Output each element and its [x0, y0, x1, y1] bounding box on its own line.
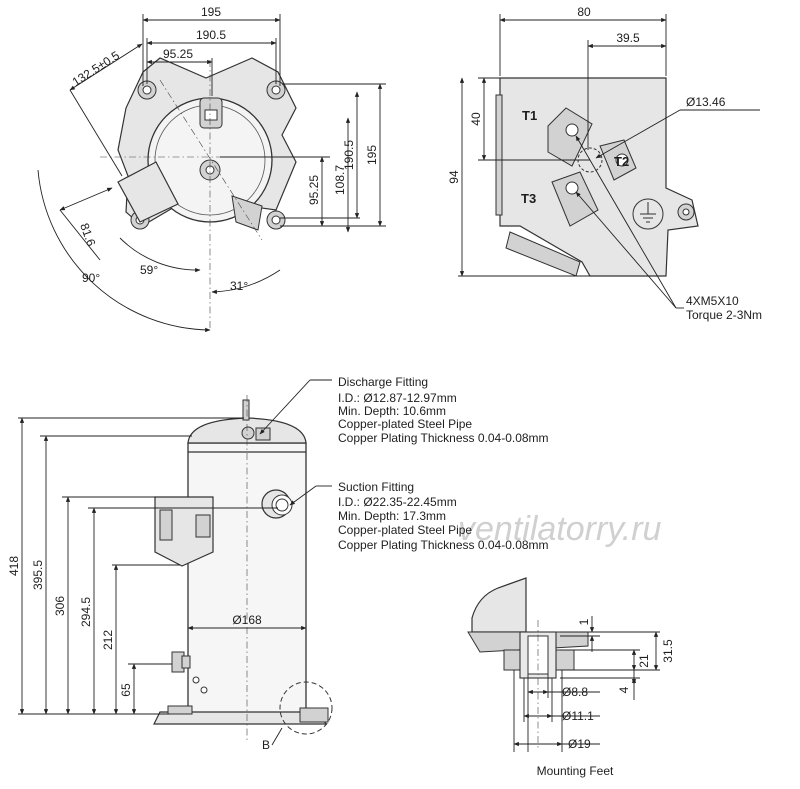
- terminal-t1-label: T1: [522, 108, 537, 123]
- angle-90: 90°: [82, 271, 100, 285]
- dim-95-25-width: 95.25: [163, 47, 193, 61]
- terminal-pins: [547, 107, 637, 227]
- screw-note-torque: Torque 2-3Nm: [686, 308, 762, 322]
- dim-81-6: 81.6: [77, 221, 98, 248]
- discharge-fitting-material: Copper-plated Steel Pipe: [338, 417, 472, 431]
- dim-21: 21: [637, 654, 651, 668]
- dim-dia-8-8: Ø8.8: [562, 685, 588, 699]
- dim-31-5: 31.5: [661, 639, 675, 663]
- dim-dia-168: Ø168: [232, 613, 262, 627]
- dim-418: 418: [7, 556, 21, 576]
- discharge-fitting-id: I.D.: Ø12.87-12.97mm: [338, 391, 457, 405]
- discharge-fitting-depth: Min. Depth: 10.6mm: [338, 404, 446, 418]
- terminal-t2-label: T2: [614, 154, 629, 169]
- discharge-fitting-plating: Copper Plating Thickness 0.04-0.08mm: [338, 431, 549, 445]
- dim-65: 65: [119, 683, 133, 697]
- dim-4: 4: [617, 686, 631, 693]
- dim-40: 40: [469, 112, 483, 126]
- angle-59: 59°: [140, 263, 158, 277]
- dim-395-5: 395.5: [31, 560, 45, 590]
- suction-fitting-material: Copper-plated Steel Pipe: [338, 523, 472, 537]
- dim-132-5-diagonal: 132.5±0.5: [70, 48, 123, 89]
- dim-dia-13-46: Ø13.46: [686, 95, 726, 109]
- dim-80: 80: [577, 5, 591, 19]
- dim-190-5-width: 190.5: [196, 28, 226, 42]
- discharge-fitting-title: Discharge Fitting: [338, 375, 428, 389]
- dim-212: 212: [101, 630, 115, 650]
- suction-fitting-plating: Copper Plating Thickness 0.04-0.08mm: [338, 538, 549, 552]
- detail-b-label: B: [262, 738, 270, 752]
- terminal-t3-label: T3: [521, 191, 536, 206]
- dim-1: 1: [577, 618, 591, 625]
- suction-fitting-note: Suction Fitting I.D.: Ø22.35-22.45mm Min…: [289, 480, 549, 552]
- mounting-feet-title: Mounting Feet: [537, 764, 614, 778]
- dim-306: 306: [53, 596, 67, 616]
- suction-fitting-title: Suction Fitting: [338, 480, 414, 494]
- dim-294-5: 294.5: [79, 597, 93, 627]
- dim-108-7: 108.7: [333, 165, 347, 195]
- discharge-fitting-note: Discharge Fitting I.D.: Ø12.87-12.97mm M…: [259, 375, 549, 445]
- mounting-feet-detail: 1 21 31.5 4 Ø8.8 Ø11.1 Ø19 Mounting Feet: [467, 577, 675, 778]
- dim-195-width: 195: [201, 5, 221, 19]
- dim-dia-19: Ø19: [568, 737, 591, 751]
- top-view: 195 190.5 95.25 132.5±0.5 81.6 195 190.5…: [37, 5, 386, 333]
- suction-fitting-depth: Min. Depth: 17.3mm: [338, 509, 446, 523]
- dim-94: 94: [447, 170, 461, 184]
- terminal-box-view: T1 T2 T3 80 39.5 40 94 Ø13.46 4XM5X10 To…: [447, 5, 762, 322]
- dim-dia-11-1: Ø11.1: [562, 709, 594, 723]
- suction-fitting-id: I.D.: Ø22.35-22.45mm: [338, 495, 457, 509]
- angle-31: 31°: [230, 279, 248, 293]
- dim-39-5: 39.5: [616, 31, 640, 45]
- dim-95-25-height: 95.25: [307, 175, 321, 205]
- side-view: B 418 395.5 306 294.5 212 65 Ø168: [7, 395, 333, 752]
- screw-note-size: 4XM5X10: [686, 294, 739, 308]
- watermark: ventilatorry.ru: [458, 510, 662, 548]
- dim-195-height: 195: [365, 145, 379, 165]
